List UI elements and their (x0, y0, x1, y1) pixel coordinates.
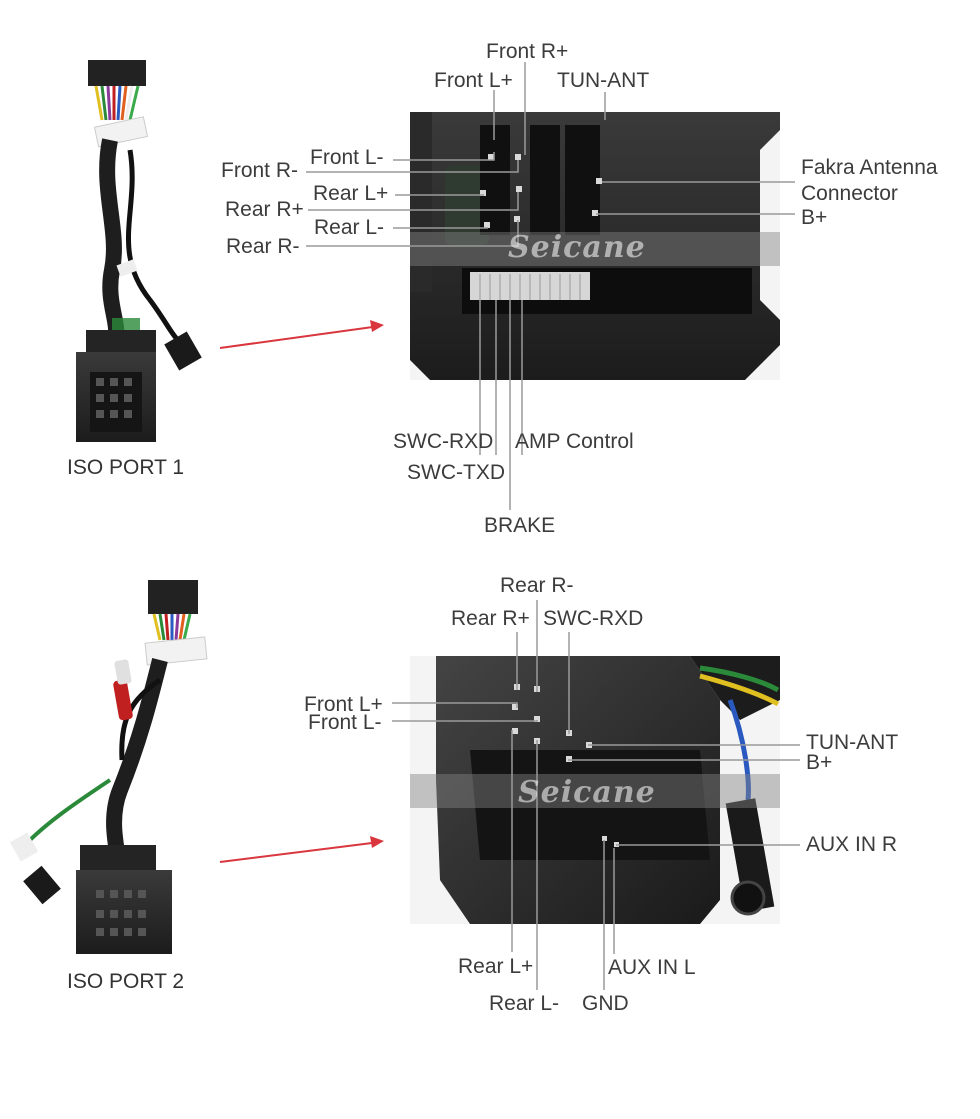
label-brake: BRAKE (484, 514, 556, 537)
label-front-l-minus-2: Front L- (308, 711, 382, 734)
label-fakra-connector: Connector (801, 182, 898, 205)
harness-1-photo (76, 60, 202, 442)
label-rear-r-plus-2: Rear R+ (451, 607, 530, 630)
leader-lines-1 (306, 62, 795, 510)
label-front-l-plus-2: Front L+ (304, 693, 383, 716)
label-rear-r-minus-2: Rear R- (500, 574, 574, 597)
pointer-arrow-1 (219, 325, 381, 349)
watermark-2: Seicane (518, 775, 656, 810)
label-amp-control: AMP Control (515, 430, 634, 453)
watermark-1: Seicane (508, 230, 646, 265)
label-rear-l-minus-2: Rear L- (489, 992, 560, 1015)
label-tun-ant-2: TUN-ANT (806, 731, 899, 754)
arrow-head-2 (370, 836, 384, 848)
label-tun-ant-1: TUN-ANT (557, 69, 650, 92)
label-front-r-minus-1: Front R- (221, 159, 299, 182)
label-b-plus-2: B+ (806, 751, 833, 774)
label-front-l-minus-1: Front L- (310, 146, 384, 169)
label-swc-rxd-2: SWC-RXD (543, 607, 644, 630)
label-rear-l-plus-1: Rear L+ (313, 182, 389, 205)
label-rear-r-minus-1: Rear R- (226, 235, 300, 258)
label-rear-r-plus-1: Rear R+ (225, 198, 304, 221)
label-rear-l-minus-1: Rear L- (314, 216, 385, 239)
pointer-arrow-2 (219, 841, 381, 863)
port-1-title: ISO PORT 1 (67, 456, 185, 479)
label-rear-l-plus-2: Rear L+ (458, 955, 534, 978)
label-front-r-plus-1: Front R+ (486, 40, 569, 63)
arrow-head-1 (370, 320, 384, 332)
port-2-title: ISO PORT 2 (67, 970, 185, 993)
label-gnd: GND (582, 992, 629, 1015)
label-swc-rxd-1: SWC-RXD (393, 430, 494, 453)
label-swc-txd: SWC-TXD (407, 461, 505, 484)
label-b-plus-1: B+ (801, 206, 828, 229)
label-fakra-antenna: Fakra Antenna (801, 156, 938, 179)
label-aux-in-r: AUX IN R (806, 833, 898, 856)
label-aux-in-l: AUX IN L (608, 956, 696, 979)
label-front-l-plus-1: Front L+ (434, 69, 513, 92)
leader-lines-2 (392, 600, 800, 990)
harness-2-photo (9, 580, 208, 954)
